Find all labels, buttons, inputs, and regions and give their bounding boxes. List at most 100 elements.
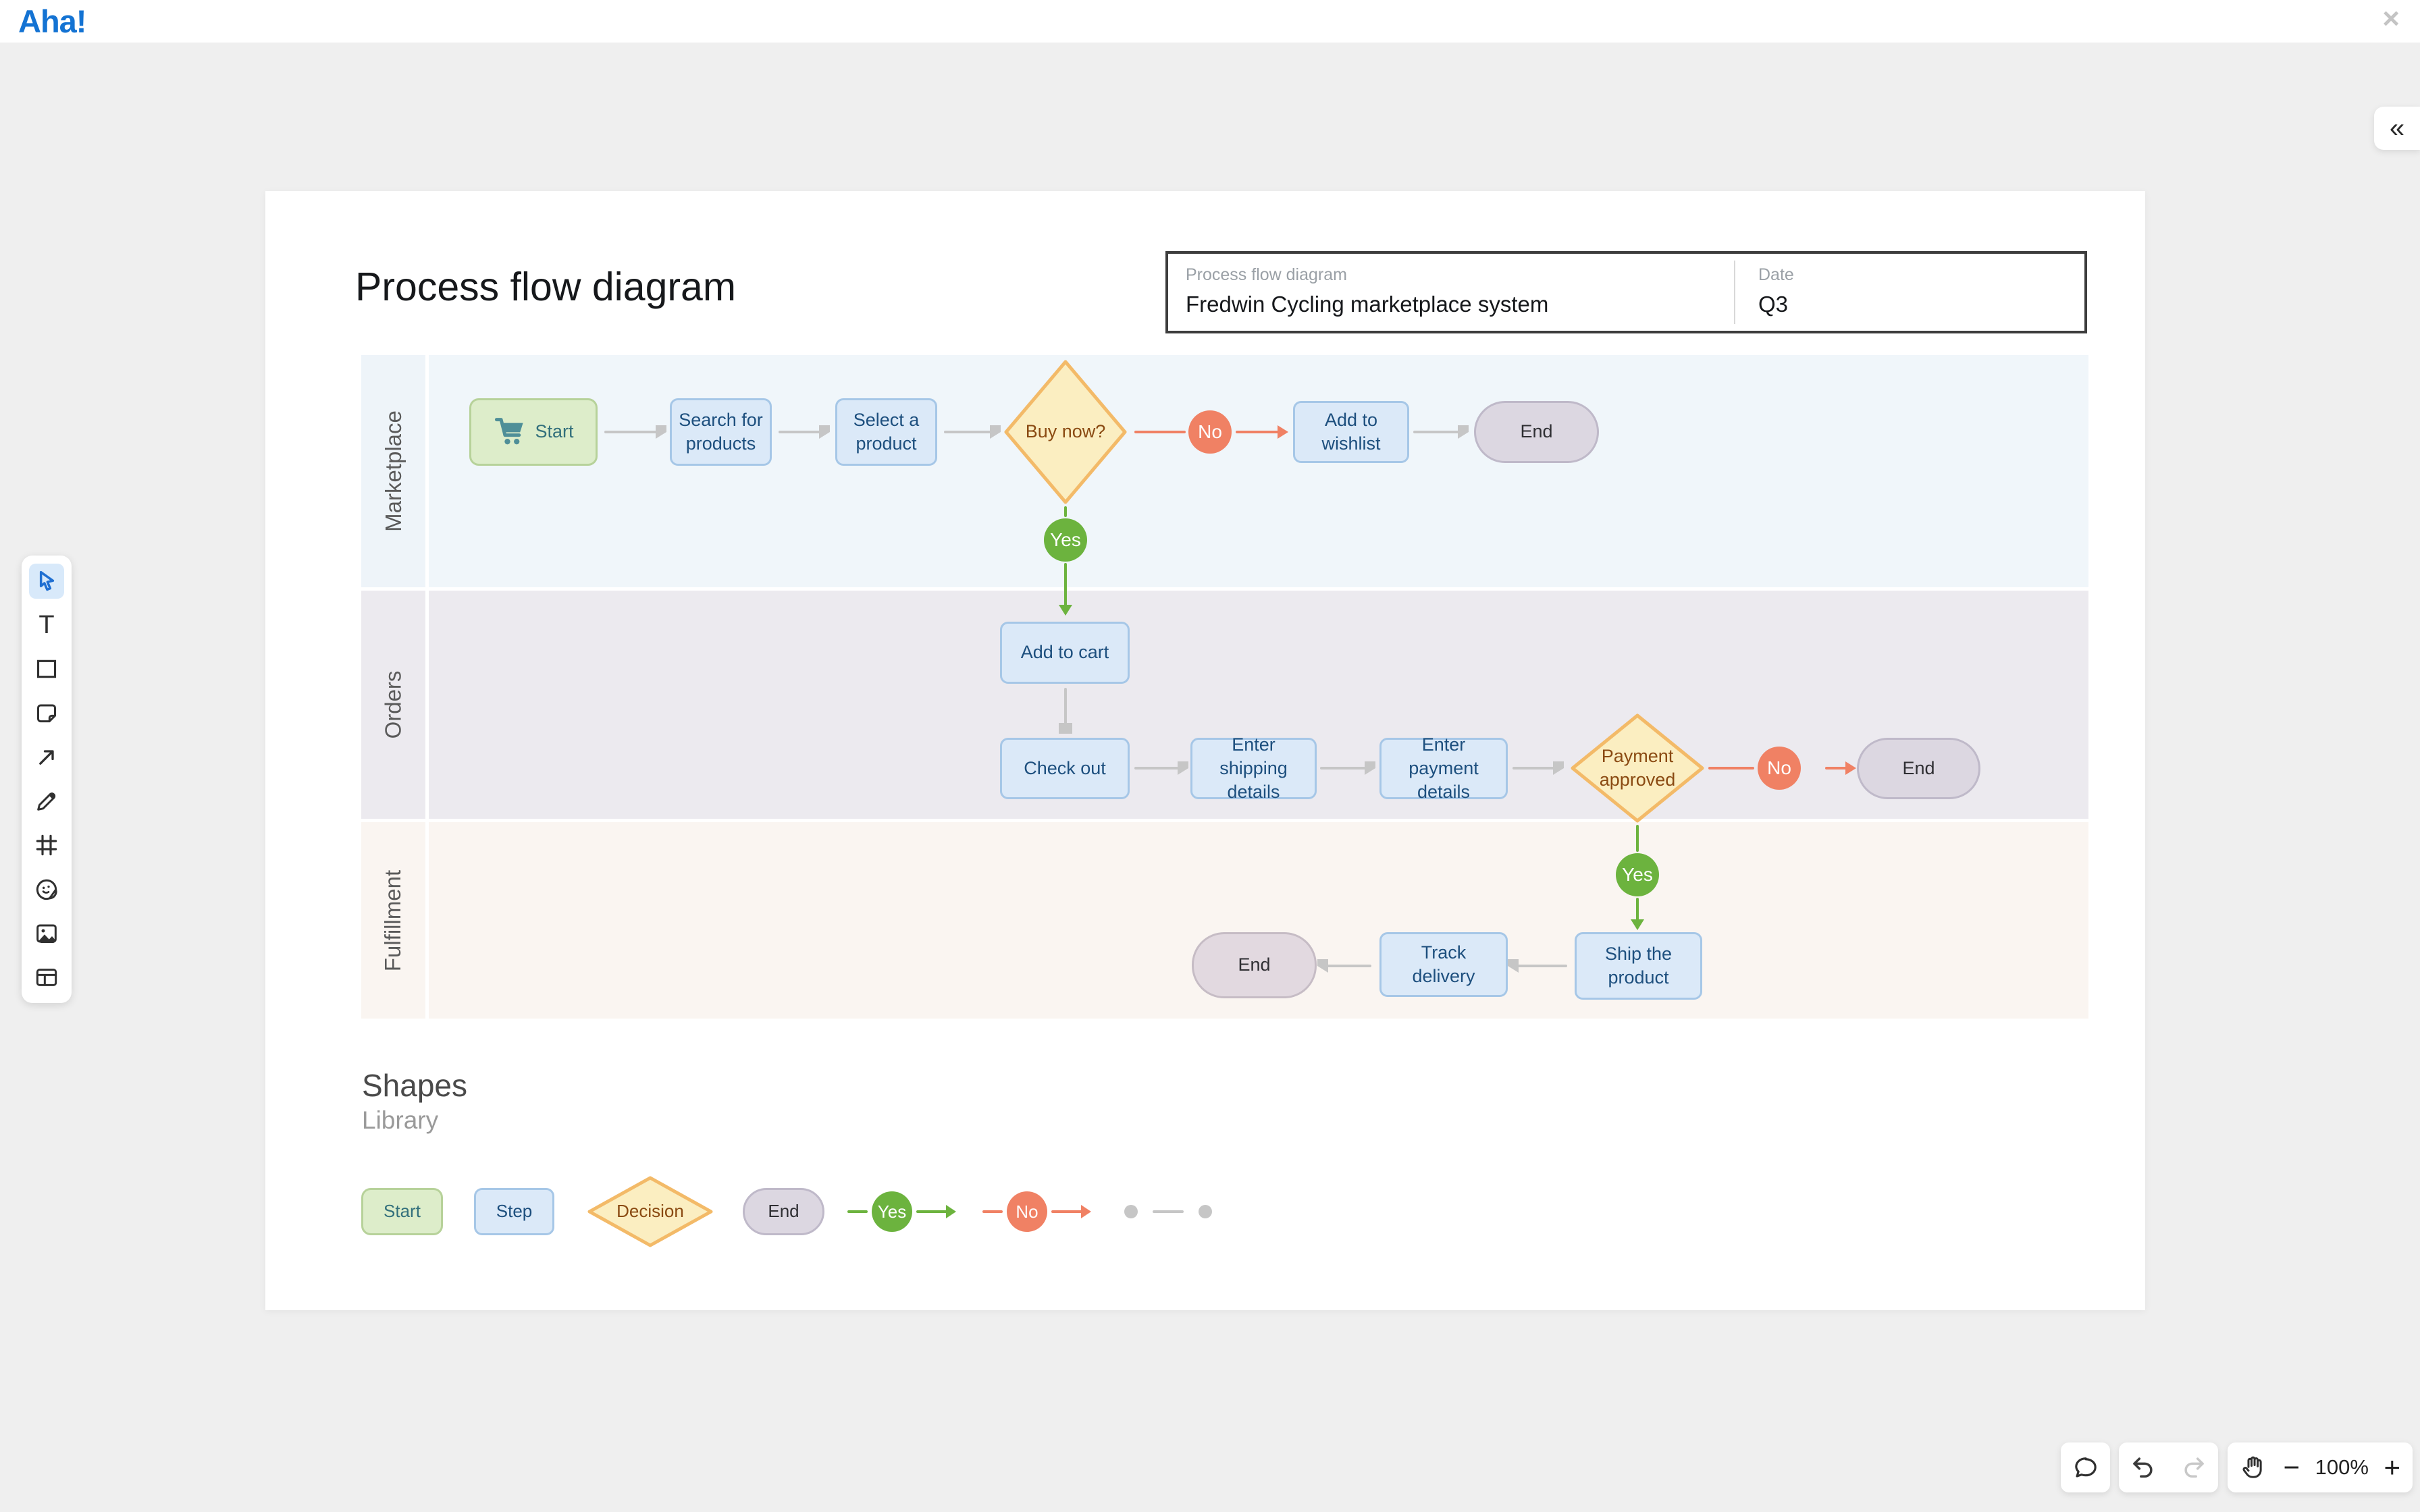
title-block-date-label: Date (1758, 265, 1794, 284)
connector-line-no[interactable] (1134, 431, 1186, 433)
sticker-tool-button[interactable] (29, 872, 64, 907)
title-block-name-cell[interactable]: Process flow diagram Fredwin Cycling mar… (1168, 254, 1734, 331)
connector-arrow[interactable] (1512, 761, 1564, 775)
title-block-date-cell[interactable]: Date Q3 (1735, 254, 2084, 331)
table-tool-button[interactable] (29, 960, 64, 995)
flow-node-end-orders[interactable]: End (1857, 738, 1980, 799)
select-tool-button[interactable] (29, 564, 64, 599)
connector-tool-button[interactable] (29, 740, 64, 775)
connector-label-yes[interactable]: Yes (1044, 518, 1087, 562)
connector-arrow-yes[interactable] (1631, 898, 1644, 930)
history-controls (2119, 1442, 2218, 1492)
connector-dash (1153, 1210, 1184, 1213)
swimlane-marketplace[interactable]: Marketplace (361, 355, 2088, 587)
chevron-double-left-icon: « (2389, 113, 2405, 143)
flow-node-ship-the-product[interactable]: Ship the product (1575, 932, 1702, 1000)
library-shape-start[interactable]: Start (361, 1188, 443, 1235)
library-shape-label: Decision (616, 1201, 684, 1222)
close-icon[interactable]: × (2382, 2, 2400, 35)
sticky-note-tool-button[interactable] (29, 696, 64, 731)
zoom-in-button[interactable]: + (2384, 1451, 2400, 1483)
flow-node-buy-now-decision[interactable]: Buy now? (1003, 359, 1128, 505)
connector-label-no[interactable]: No (1188, 410, 1232, 454)
tools-sidebar: T (22, 556, 72, 1003)
connector-arrow[interactable] (1317, 959, 1371, 973)
swimlane-label[interactable]: Fulfillment (361, 822, 429, 1019)
connector-endpoint-dot (1124, 1205, 1138, 1218)
frame-tool-button[interactable] (29, 828, 64, 863)
pan-hand-icon[interactable] (2240, 1453, 2268, 1482)
whiteboard-canvas[interactable]: Process flow diagram Process flow diagra… (265, 191, 2145, 1310)
library-connector-no[interactable]: No (982, 1191, 1091, 1232)
pencil-icon (37, 792, 56, 811)
flow-node-add-to-wishlist[interactable]: Add to wishlist (1293, 401, 1409, 463)
redo-icon[interactable] (2179, 1453, 2207, 1482)
connector-arrow-yes[interactable] (1059, 563, 1072, 616)
connector-arrow[interactable] (1134, 761, 1188, 775)
flow-node-enter-payment-details[interactable]: Enter payment details (1379, 734, 1508, 802)
connector-arrowhead (916, 1205, 956, 1218)
shape-tool-button[interactable] (29, 651, 64, 686)
collapse-panel-button[interactable]: « (2374, 107, 2420, 150)
zoom-out-button[interactable]: − (2283, 1451, 2300, 1483)
connector-arrow[interactable] (944, 425, 1001, 439)
connector-arrow-no[interactable] (1825, 761, 1856, 775)
pen-tool-button[interactable] (29, 784, 64, 819)
library-shape-step[interactable]: Step (474, 1188, 554, 1235)
connector-arrow[interactable] (1059, 688, 1072, 734)
flow-node-label: Start (535, 421, 574, 442)
page-title[interactable]: Process flow diagram (355, 264, 736, 309)
shopping-cart-icon (495, 418, 524, 445)
swimlane-label[interactable]: Orders (361, 591, 429, 819)
aha-logo[interactable]: Aha! (18, 3, 86, 39)
comment-bubble-icon (2074, 1457, 2097, 1478)
image-icon (36, 924, 57, 943)
connector-line (982, 1210, 1003, 1213)
connector-arrow[interactable] (779, 425, 830, 439)
flow-node-payment-approved-decision[interactable]: Payment approved (1570, 713, 1705, 824)
library-connector-dashed[interactable] (1124, 1205, 1212, 1218)
undo-icon[interactable] (2130, 1453, 2158, 1482)
title-block-date-value[interactable]: Q3 (1758, 292, 1789, 317)
title-block-name-value[interactable]: Fredwin Cycling marketplace system (1186, 292, 1549, 317)
swimlane-label[interactable]: Marketplace (361, 355, 429, 587)
library-shape-end[interactable]: End (743, 1188, 824, 1235)
frame-icon (36, 835, 57, 856)
connector-label-no[interactable]: No (1758, 747, 1801, 790)
library-shape-decision[interactable]: Decision (587, 1176, 713, 1247)
connector-line-yes[interactable] (1064, 506, 1067, 517)
flow-node-start[interactable]: Start (469, 398, 598, 466)
sticky-note-icon (37, 704, 56, 722)
flow-node-select-a-product[interactable]: Select a product (835, 398, 937, 466)
comments-button[interactable] (2061, 1442, 2110, 1492)
connector-label-yes[interactable]: Yes (1616, 853, 1659, 896)
connector-arrow-no[interactable] (1236, 425, 1288, 439)
zoom-controls: − 100% + (2228, 1442, 2413, 1492)
sticker-smiley-icon (36, 879, 57, 900)
connector-label-no: No (1007, 1191, 1047, 1232)
connector-label-yes: Yes (872, 1191, 912, 1232)
shapes-section-title: Shapes (362, 1068, 468, 1103)
diamond-shape (587, 1176, 713, 1247)
flow-node-check-out[interactable]: Check out (1000, 738, 1130, 799)
connector-arrow[interactable] (604, 425, 666, 439)
connector-line-no[interactable] (1708, 767, 1754, 770)
title-block[interactable]: Process flow diagram Fredwin Cycling mar… (1165, 251, 2087, 333)
text-tool-button[interactable]: T (29, 608, 64, 643)
flow-node-end-fulfillment[interactable]: End (1192, 932, 1317, 998)
diamond-shape (1004, 360, 1127, 504)
flow-node-enter-shipping-details[interactable]: Enter shipping details (1190, 734, 1317, 802)
swimlane-label-text: Marketplace (380, 410, 406, 532)
connector-arrow[interactable] (1508, 959, 1567, 973)
library-connector-yes[interactable]: Yes (847, 1191, 956, 1232)
flow-node-end-marketplace[interactable]: End (1474, 401, 1599, 463)
flow-node-add-to-cart[interactable]: Add to cart (1000, 622, 1130, 684)
connector-line-yes[interactable] (1636, 825, 1639, 852)
swimlane-body[interactable] (429, 355, 2088, 587)
connector-arrow[interactable] (1413, 425, 1469, 439)
connector-arrow[interactable] (1320, 761, 1375, 775)
zoom-level: 100% (2315, 1455, 2369, 1479)
image-tool-button[interactable] (29, 916, 64, 951)
flow-node-track-delivery[interactable]: Track delivery (1379, 932, 1508, 997)
flow-node-search-for-products[interactable]: Search for products (670, 398, 772, 466)
